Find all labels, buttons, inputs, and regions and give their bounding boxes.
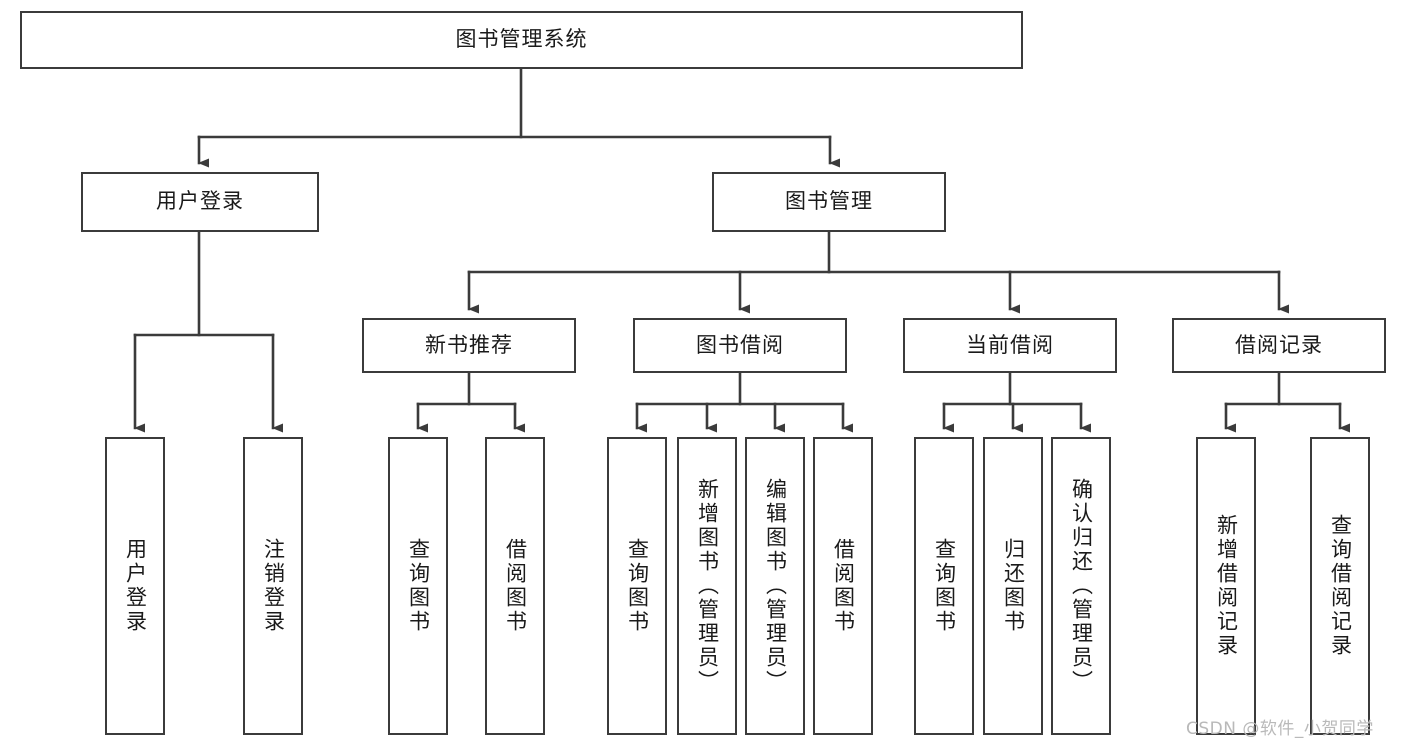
- node-leaf-user-logout-label: 注销登录: [261, 538, 286, 634]
- node-book-borrow[interactable]: 图书借阅: [633, 318, 847, 373]
- node-leaf-query-book-2-label: 查询图书: [625, 538, 650, 634]
- node-leaf-borrow-book-1-label: 借阅图书: [503, 538, 528, 634]
- node-leaf-query-book-3[interactable]: 查询图书: [914, 437, 974, 735]
- node-leaf-add-record[interactable]: 新增借阅记录: [1196, 437, 1256, 735]
- node-root-label: 图书管理系统: [455, 27, 588, 52]
- node-leaf-confirm-return[interactable]: 确认归还（管理员）: [1051, 437, 1111, 735]
- node-leaf-confirm-return-label: 确认归还（管理员）: [1069, 478, 1094, 694]
- node-leaf-add-record-label: 新增借阅记录: [1214, 514, 1239, 658]
- node-leaf-query-book-1-label: 查询图书: [406, 538, 431, 634]
- node-leaf-query-record[interactable]: 查询借阅记录: [1310, 437, 1370, 735]
- node-leaf-user-login-label: 用户登录: [123, 538, 148, 634]
- node-root[interactable]: 图书管理系统: [20, 11, 1023, 69]
- node-leaf-user-logout[interactable]: 注销登录: [243, 437, 303, 735]
- node-book-manage-label: 图书管理: [785, 189, 873, 214]
- csdn-watermark: CSDN @软件_小贺同学: [1186, 719, 1374, 739]
- node-leaf-borrow-book-2[interactable]: 借阅图书: [813, 437, 873, 735]
- node-book-manage[interactable]: 图书管理: [712, 172, 946, 232]
- node-leaf-borrow-book-1[interactable]: 借阅图书: [485, 437, 545, 735]
- node-leaf-return-book[interactable]: 归还图书: [983, 437, 1043, 735]
- node-leaf-add-book-label: 新增图书（管理员）: [695, 478, 720, 694]
- node-leaf-query-record-label: 查询借阅记录: [1328, 514, 1353, 658]
- node-user-login[interactable]: 用户登录: [81, 172, 319, 232]
- node-leaf-borrow-book-2-label: 借阅图书: [831, 538, 856, 634]
- node-leaf-return-book-label: 归还图书: [1001, 538, 1026, 634]
- node-current-borrow-label: 当前借阅: [966, 332, 1054, 357]
- node-leaf-edit-book-label: 编辑图书（管理员）: [763, 478, 788, 694]
- node-leaf-add-book[interactable]: 新增图书（管理员）: [677, 437, 737, 735]
- node-current-borrow[interactable]: 当前借阅: [903, 318, 1117, 373]
- node-book-borrow-label: 图书借阅: [696, 332, 784, 357]
- node-borrow-record-label: 借阅记录: [1235, 332, 1323, 357]
- node-user-login-label: 用户登录: [156, 189, 244, 214]
- node-leaf-user-login[interactable]: 用户登录: [105, 437, 165, 735]
- node-borrow-record[interactable]: 借阅记录: [1172, 318, 1386, 373]
- node-new-book-rec[interactable]: 新书推荐: [362, 318, 576, 373]
- node-leaf-query-book-1[interactable]: 查询图书: [388, 437, 448, 735]
- node-leaf-query-book-2[interactable]: 查询图书: [607, 437, 667, 735]
- node-leaf-edit-book[interactable]: 编辑图书（管理员）: [745, 437, 805, 735]
- node-leaf-query-book-3-label: 查询图书: [932, 538, 957, 634]
- node-new-book-rec-label: 新书推荐: [425, 332, 513, 357]
